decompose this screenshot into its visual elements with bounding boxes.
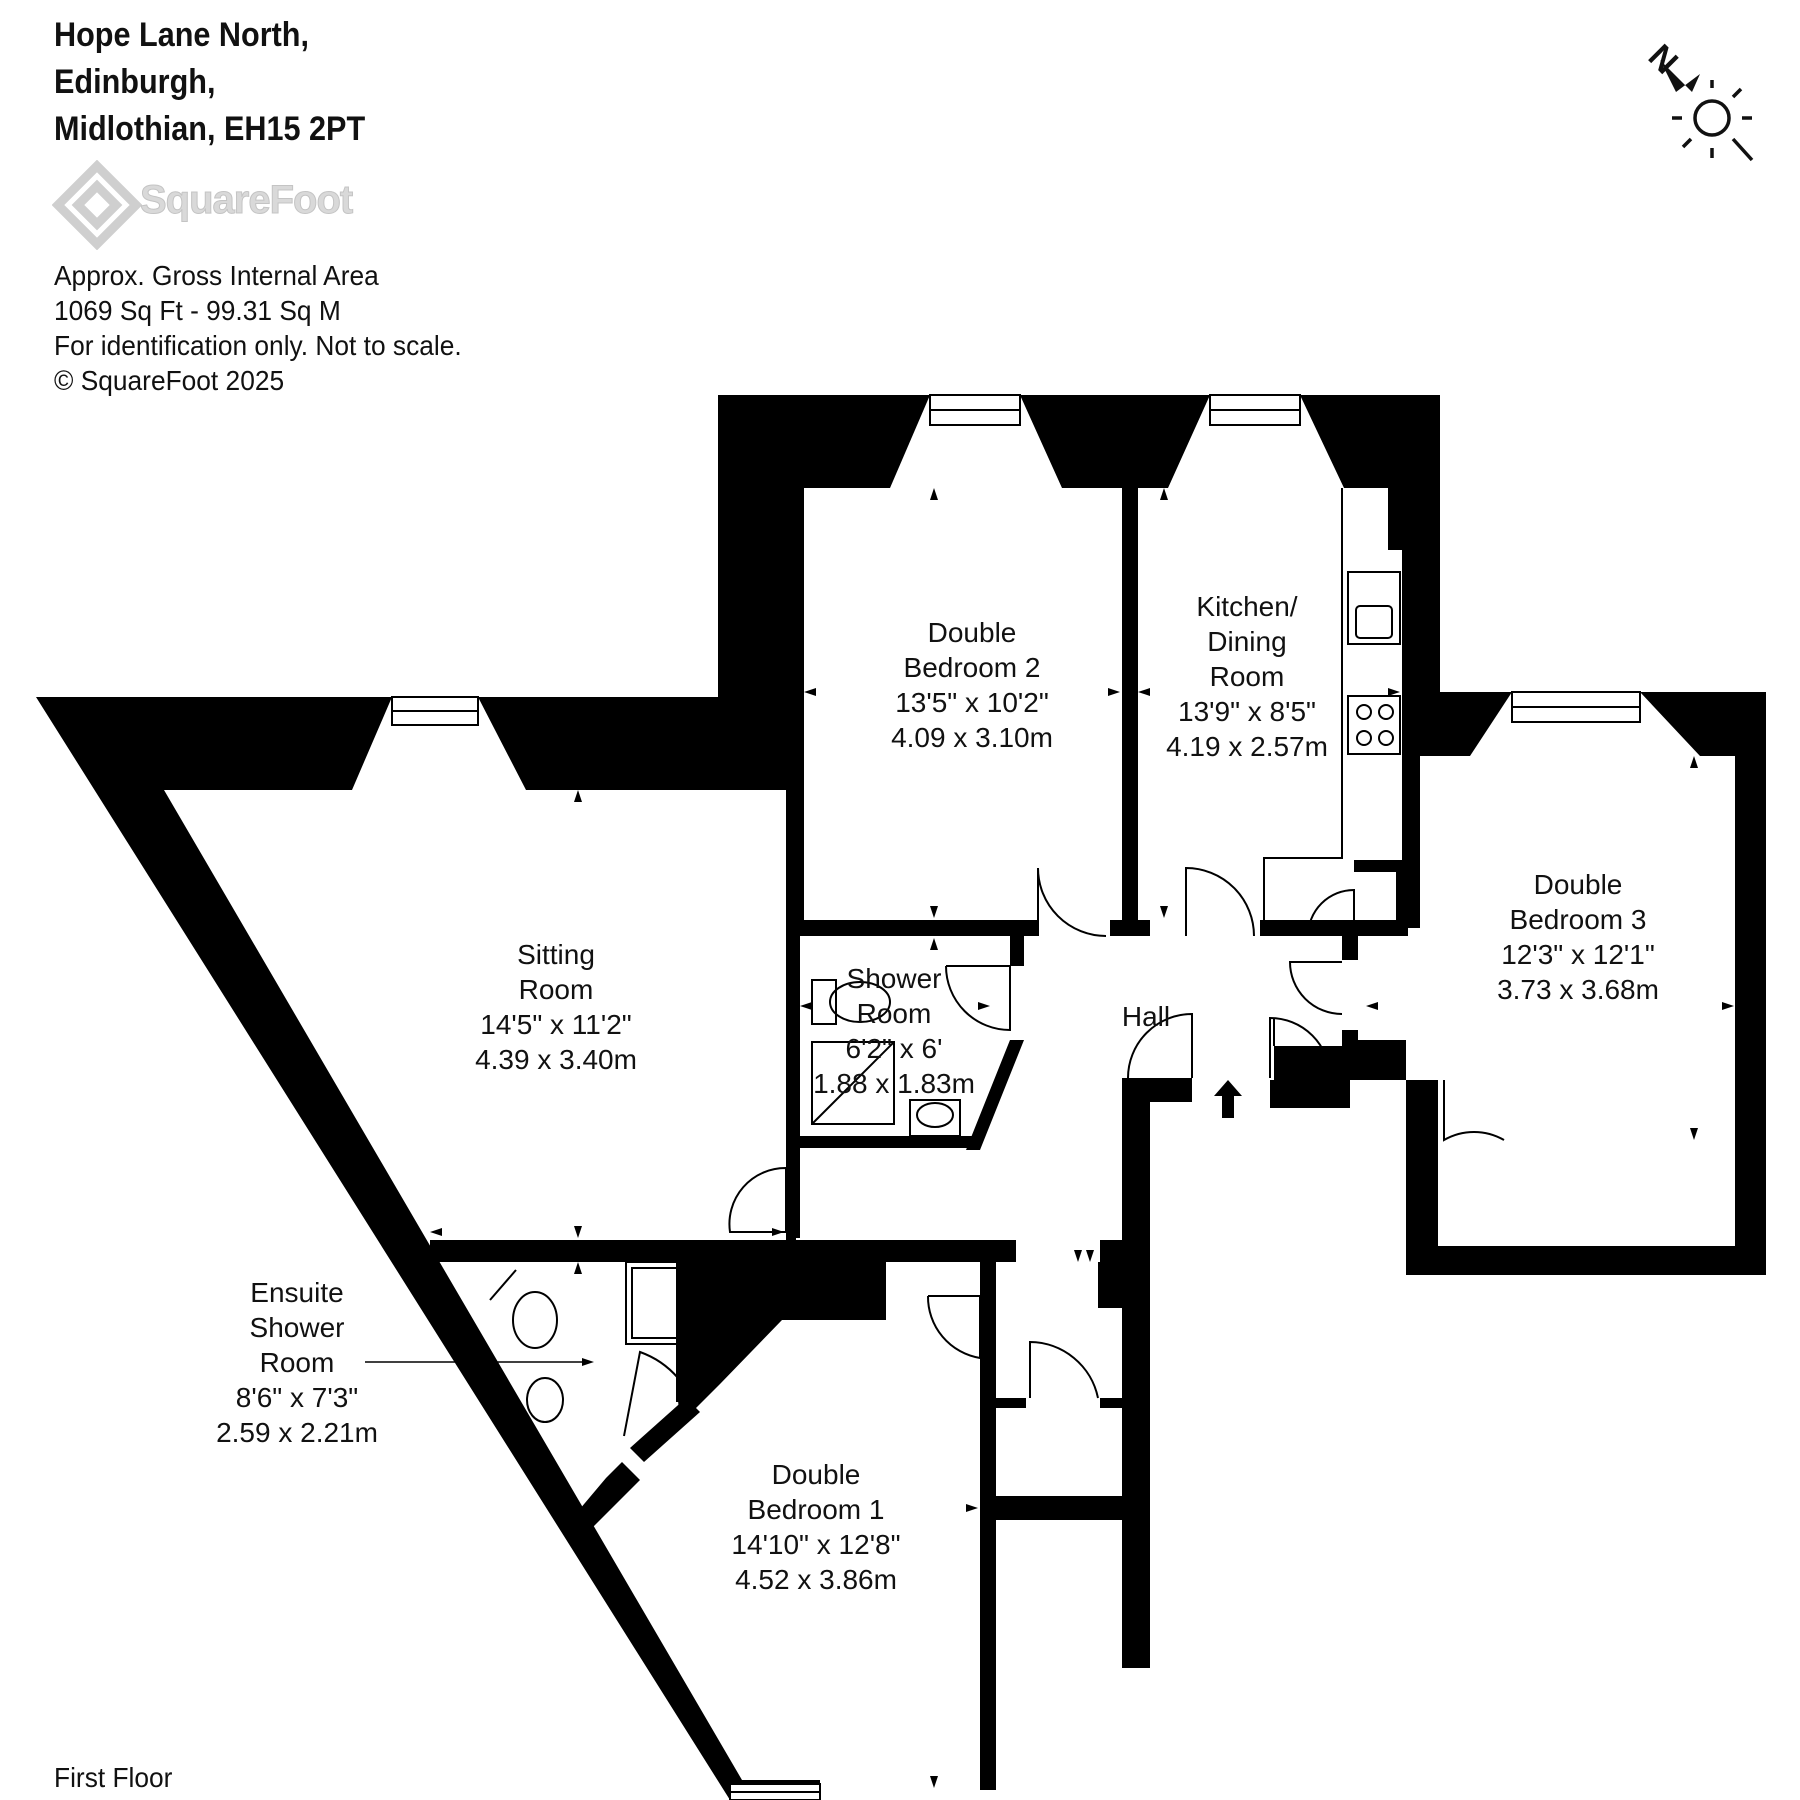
compass-label: N <box>1641 37 1685 81</box>
room-size-metric: 4.19 x 2.57m <box>1166 731 1328 762</box>
squarefoot-logo: SquareFoot <box>51 159 372 251</box>
room-size-imperial: 8'6" x 7'3" <box>236 1382 358 1413</box>
room-size-imperial: 12'3" x 12'1" <box>1501 939 1655 970</box>
dimension-markers <box>430 488 1734 1788</box>
room-size-metric: 3.73 x 3.68m <box>1497 974 1659 1005</box>
room-name: Bedroom 3 <box>1510 904 1647 935</box>
address-line-2: Edinburgh, <box>54 63 216 101</box>
copyright: © SquareFoot 2025 <box>54 365 285 396</box>
room-shower-room: Shower Room 6'2" x 6' 1.88 x 1.83m <box>813 963 975 1099</box>
squarefoot-logo-icon <box>51 159 143 251</box>
address-line-3: Midlothian, EH15 2PT <box>54 110 366 148</box>
fixtures <box>489 488 1401 1423</box>
room-hall: Hall <box>1122 1001 1170 1032</box>
room-size-metric: 4.52 x 3.86m <box>735 1564 897 1595</box>
room-name: Kitchen/ <box>1196 591 1297 622</box>
area-label: Approx. Gross Internal Area <box>54 260 379 291</box>
room-labels: Double Bedroom 2 13'5" x 10'2" 4.09 x 3.… <box>216 591 1659 1595</box>
compass-icon: N <box>1641 37 1754 162</box>
room-name: Shower <box>250 1312 345 1343</box>
room-name: Bedroom 2 <box>904 652 1041 683</box>
room-size-metric: 2.59 x 2.21m <box>216 1417 378 1448</box>
room-double-bedroom-3: Double Bedroom 3 12'3" x 12'1" 3.73 x 3.… <box>1497 869 1659 1005</box>
room-size-imperial: 6'2" x 6' <box>846 1033 943 1064</box>
disclaimer: For identification only. Not to scale. <box>54 330 462 361</box>
room-name: Double <box>928 617 1017 648</box>
room-name: Room <box>260 1347 335 1378</box>
address-line-1: Hope Lane North, <box>54 16 310 54</box>
room-name: Sitting <box>517 939 595 970</box>
room-size-imperial: 13'5" x 10'2" <box>895 687 1049 718</box>
room-size-imperial: 14'10" x 12'8" <box>731 1529 900 1560</box>
room-kitchen-dining: Kitchen/ Dining Room 13'9" x 8'5" 4.19 x… <box>1166 591 1328 762</box>
area-info: Approx. Gross Internal Area 1069 Sq Ft -… <box>54 258 462 398</box>
room-double-bedroom-1: Double Bedroom 1 14'10" x 12'8" 4.52 x 3… <box>731 1459 900 1595</box>
area-value: 1069 Sq Ft - 99.31 Sq M <box>54 295 341 326</box>
room-name: Ensuite <box>250 1277 343 1308</box>
room-name: Double <box>1534 869 1623 900</box>
room-name: Room <box>1210 661 1285 692</box>
room-double-bedroom-2: Double Bedroom 2 13'5" x 10'2" 4.09 x 3.… <box>891 617 1053 753</box>
room-size-imperial: 13'9" x 8'5" <box>1178 696 1316 727</box>
ensuite-pointer-arrow <box>582 1358 594 1366</box>
room-name: Shower <box>847 963 942 994</box>
windows <box>391 394 1641 1800</box>
doors <box>623 866 1505 1437</box>
room-name: Bedroom 1 <box>748 1494 885 1525</box>
floor-label: First Floor <box>54 1762 173 1793</box>
room-size-metric: 4.39 x 3.40m <box>475 1044 637 1075</box>
room-name: Hall <box>1122 1001 1170 1032</box>
room-name: Dining <box>1207 626 1286 657</box>
room-size-metric: 4.09 x 3.10m <box>891 722 1053 753</box>
room-name: Double <box>772 1459 861 1490</box>
room-name: Room <box>519 974 594 1005</box>
exterior-walls <box>36 395 1766 1800</box>
room-size-metric: 1.88 x 1.83m <box>813 1068 975 1099</box>
room-name: Room <box>857 998 932 1029</box>
logo-text: SquareFoot <box>139 178 353 223</box>
room-ensuite-shower-room: Ensuite Shower Room 8'6" x 7'3" 2.59 x 2… <box>216 1277 378 1448</box>
property-address: Hope Lane North, Edinburgh, Midlothian, … <box>54 12 365 153</box>
room-size-imperial: 14'5" x 11'2" <box>480 1009 631 1040</box>
room-sitting-room: Sitting Room 14'5" x 11'2" 4.39 x 3.40m <box>475 939 637 1075</box>
